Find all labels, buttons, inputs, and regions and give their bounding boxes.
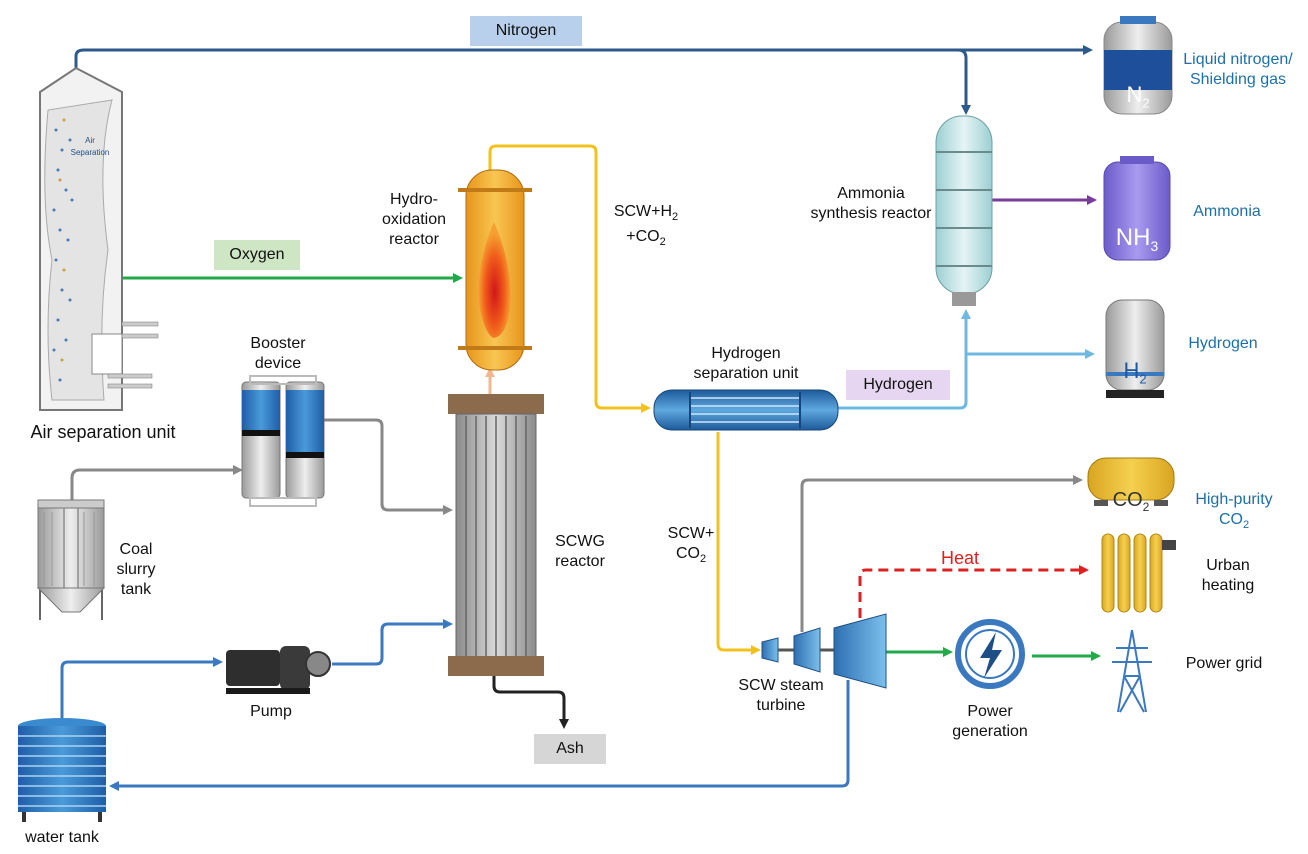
- hydrogen-badge: Hydrogen: [846, 370, 950, 400]
- water-tank-label: water tank: [25, 829, 99, 846]
- ash-line: [492, 676, 569, 729]
- coal-slurry-tank-icon: [36, 499, 106, 620]
- co2-product-text: CO: [1218, 511, 1243, 528]
- hydrogen-tank-icon: [1105, 299, 1165, 398]
- hydrogen-label: Hydrogen: [1188, 335, 1258, 352]
- hydrogen-line: [838, 309, 971, 410]
- oxygen-badge: Oxygen: [214, 240, 300, 270]
- booster-label: Booster device: [250, 335, 306, 372]
- co2-product-subscript: 2: [1242, 519, 1250, 532]
- high-purity-text: High-purity: [1195, 491, 1273, 508]
- scw-co2-text-2: CO: [675, 545, 700, 562]
- pump-label: Pump: [250, 703, 292, 720]
- pump-icon: [226, 646, 331, 694]
- ammonia-tank-icon: [1103, 156, 1171, 261]
- liquid-nitrogen-tank-icon: [1103, 16, 1173, 115]
- power-generation-label: Power generation: [952, 703, 1028, 740]
- water-tank-icon: [18, 718, 106, 822]
- ammonia-synthesis-label: Ammonia synthesis reactor: [810, 185, 932, 222]
- nh3-subscript: 3: [1150, 237, 1159, 254]
- syngas-line: [488, 144, 651, 413]
- booster-device-icon: [241, 375, 325, 507]
- steam-turbine-label: SCW steam turbine: [738, 677, 824, 714]
- pump-scwg-line: [332, 619, 453, 666]
- steam-turbine-icon: [761, 613, 887, 689]
- nitrogen-badge: Nitrogen: [470, 16, 582, 46]
- flow-lines: [60, 45, 1101, 791]
- nitrogen-line: [74, 45, 1093, 70]
- air-separation-label: Air separation unit: [30, 422, 176, 442]
- coal-slurry-label: Coal slurry tank: [116, 541, 156, 598]
- h2-text: H: [1123, 358, 1140, 383]
- water-return-line: [109, 680, 850, 791]
- scw-co2-subscript: 2: [699, 553, 707, 566]
- air-separation-inner-1: Air: [85, 136, 95, 145]
- air-separation-inner-2: Separation: [70, 148, 110, 157]
- co2-tank-text: CO: [1112, 489, 1143, 511]
- scwg-label: SCWG reactor: [555, 533, 605, 570]
- radiator-icon: [1101, 533, 1176, 613]
- slurry-line: [70, 465, 243, 508]
- ammonia-label: Ammonia: [1193, 203, 1261, 220]
- scw-h2-co2-text-2: +CO: [626, 228, 660, 246]
- n2-subscript: 2: [1142, 95, 1150, 111]
- h2-tank-label: H2: [1106, 332, 1164, 392]
- hydrogen-separation-label: Hydrogen separation unit: [693, 345, 799, 382]
- hydrogen-separation-unit-icon: [653, 389, 839, 431]
- scw-co2-label: SCW+ CO2: [656, 504, 726, 569]
- co2-tank-label: CO2: [1092, 464, 1170, 519]
- air-separation-unit-icon: [39, 66, 159, 411]
- n2-text: N: [1126, 82, 1143, 107]
- hydro-oxidation-label: Hydro- oxidation reactor: [381, 191, 447, 248]
- n2-tank-label: N2: [1106, 56, 1170, 116]
- water-pump-line: [60, 657, 223, 724]
- scw-h2-co2-subscript: 2: [672, 211, 679, 224]
- ammonia-synthesis-reactor-icon: [935, 115, 993, 306]
- co2-tank-subscript: 2: [1142, 500, 1150, 514]
- scw-co2-line: [716, 432, 761, 655]
- nh3-text: NH: [1115, 224, 1151, 251]
- co2-line: [800, 475, 1083, 632]
- hydro-oxidation-reactor-icon: [458, 169, 532, 371]
- urban-heating-label: Urban heating: [1201, 557, 1255, 594]
- heat-label: Heat: [940, 548, 980, 568]
- co2-tank-icon: [1087, 457, 1175, 506]
- scw-h2-co2-text: SCW+H: [613, 203, 673, 220]
- scw-h2-co2-subscript-2: 2: [659, 236, 666, 249]
- power-grid-label: Power grid: [1185, 655, 1263, 672]
- nh3-tank-label: NH3: [1100, 196, 1174, 260]
- power-grid-icon: [1112, 629, 1152, 713]
- scw-h2-co2-label: SCW+H2+CO2: [596, 182, 696, 252]
- scw-co2-text: SCW+: [667, 525, 715, 542]
- power-generation-icon: [955, 619, 1025, 689]
- h2-subscript: 2: [1139, 371, 1147, 387]
- liquid-nitrogen-label: Liquid nitrogen/ Shielding gas: [1183, 51, 1293, 88]
- ash-badge: Ash: [534, 734, 606, 764]
- nitrogen-branch-line: [957, 48, 971, 115]
- scwg-reactor-icon: [448, 394, 544, 676]
- booster-scwg-line: [322, 418, 453, 515]
- heat-line: [858, 565, 1089, 618]
